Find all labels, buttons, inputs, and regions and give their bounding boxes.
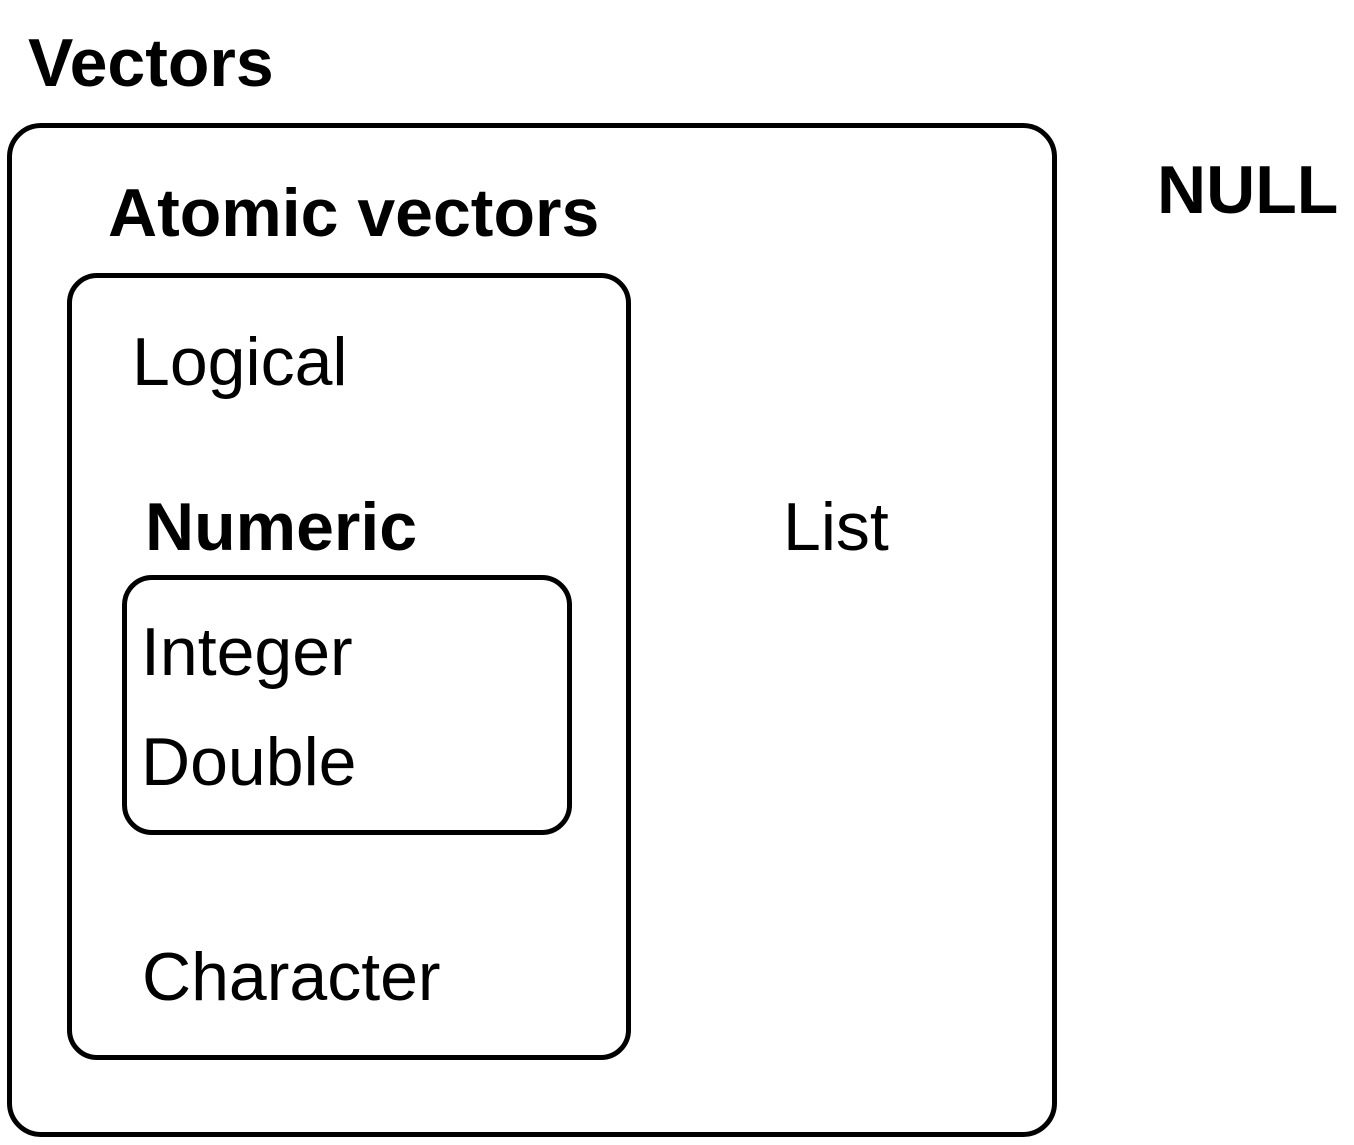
atomic-vectors-label: Atomic vectors [108, 175, 600, 251]
logical-label: Logical [132, 324, 348, 400]
list-label: List [783, 489, 889, 565]
vectors-box [7, 123, 1057, 1137]
vectors-title: Vectors [28, 25, 274, 101]
double-label: Double [141, 724, 357, 800]
integer-label: Integer [141, 614, 353, 690]
numeric-box [122, 575, 572, 835]
null-label: NULL [1157, 152, 1339, 228]
character-label: Character [142, 939, 441, 1015]
atomic-vectors-box [67, 273, 631, 1060]
numeric-label: Numeric [145, 489, 418, 565]
